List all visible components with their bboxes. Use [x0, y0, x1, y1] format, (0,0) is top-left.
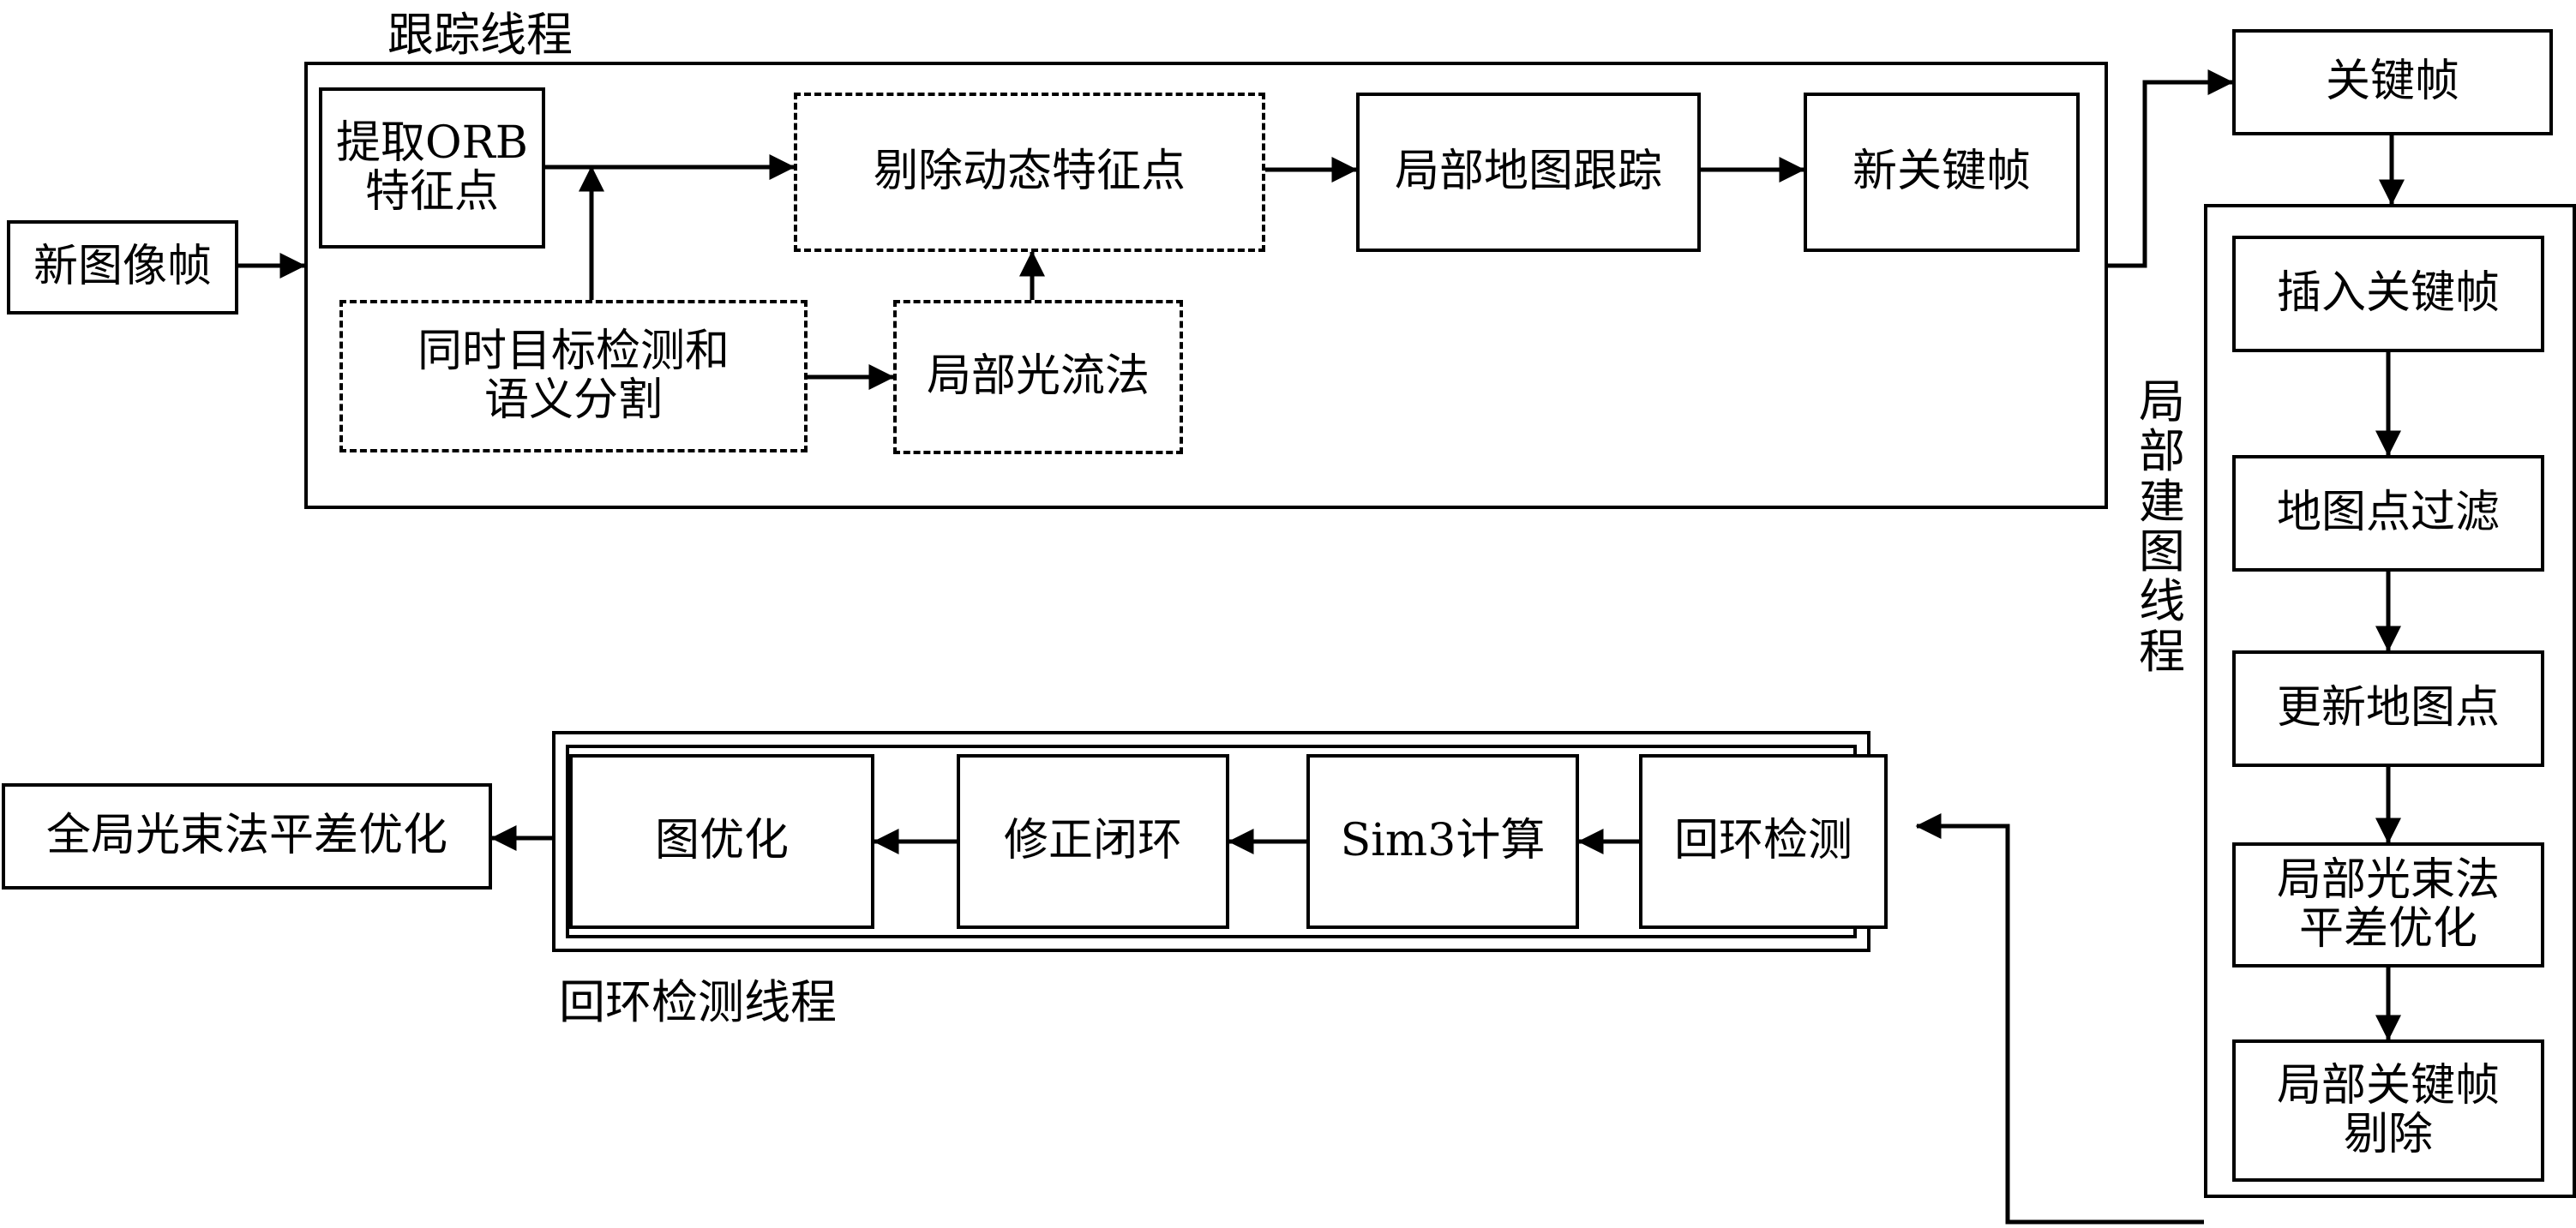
local-ba-box: 局部光束法 平差优化: [2232, 842, 2544, 967]
arrow-tracking-to-keyframe: [2108, 69, 2234, 268]
new-keyframe-text: 新关键帧: [1852, 146, 2031, 198]
update-map-points-text: 更新地图点: [2276, 682, 2500, 734]
map-point-filter-text: 地图点过滤: [2276, 487, 2500, 539]
local-mapping-outer-frame: [2204, 204, 2576, 1198]
local-mapping-thread-label: 局部建图线程: [2139, 374, 2185, 679]
insert-keyframe-text: 插入关键帧: [2276, 267, 2500, 320]
loop-detection-box: 回环检测: [1639, 754, 1888, 929]
keyframe-cull-line1: 局部关键帧: [2276, 1059, 2500, 1111]
remove-dynamic-text: 剔除动态特征点: [873, 146, 1186, 198]
detect-segment-box: 同时目标检测和 语义分割: [339, 300, 808, 452]
insert-keyframe-box: 插入关键帧: [2232, 236, 2544, 352]
new-image-frame-box: 新图像帧: [7, 220, 238, 314]
loop-thread-label: 回环检测线程: [559, 975, 837, 1029]
loop-detection-text: 回环检测: [1673, 815, 1852, 867]
update-map-points-box: 更新地图点: [2232, 650, 2544, 767]
tracking-thread-frame: [304, 62, 2108, 509]
sim3-text: Sim3计算: [1340, 815, 1546, 867]
local-map-tracking-text: 局部地图跟踪: [1394, 146, 1662, 198]
keyframe-box: 关键帧: [2232, 29, 2553, 135]
map-point-filter-box: 地图点过滤: [2232, 455, 2544, 572]
arrow-localmapping-to-loop: [1915, 813, 2204, 1225]
detect-segment-line1: 同时目标检测和: [417, 325, 730, 377]
new-image-frame-text: 新图像帧: [33, 241, 212, 293]
keyframe-cull-box: 局部关键帧 剔除: [2232, 1039, 2544, 1182]
extract-orb-line2: 特征点: [364, 166, 499, 218]
extract-orb-box: 提取ORB 特征点: [319, 87, 545, 249]
correct-loop-box: 修正闭环: [957, 754, 1229, 929]
global-ba-text: 全局光束法平差优化: [45, 810, 447, 862]
sim3-box: Sim3计算: [1306, 754, 1579, 929]
keyframe-text: 关键帧: [2325, 56, 2459, 108]
local-map-tracking-box: 局部地图跟踪: [1356, 93, 1701, 252]
local-ba-line1: 局部光束法: [2276, 854, 2500, 906]
extract-orb-line1: 提取ORB: [336, 117, 528, 169]
detect-segment-line2: 语义分割: [483, 374, 663, 426]
local-optical-flow-text: 局部光流法: [926, 350, 1150, 403]
global-ba-box: 全局光束法平差优化: [2, 783, 492, 890]
correct-loop-text: 修正闭环: [1003, 815, 1182, 867]
tracking-thread-label: 跟踪线程: [387, 8, 573, 62]
new-keyframe-box: 新关键帧: [1804, 93, 2080, 252]
graph-optimization-text: 图优化: [654, 815, 789, 867]
local-ba-line2: 平差优化: [2298, 903, 2477, 955]
remove-dynamic-box: 剔除动态特征点: [794, 93, 1265, 252]
local-optical-flow-box: 局部光流法: [893, 300, 1183, 454]
graph-optimization-box: 图优化: [569, 754, 874, 929]
keyframe-cull-line2: 剔除: [2343, 1109, 2433, 1160]
